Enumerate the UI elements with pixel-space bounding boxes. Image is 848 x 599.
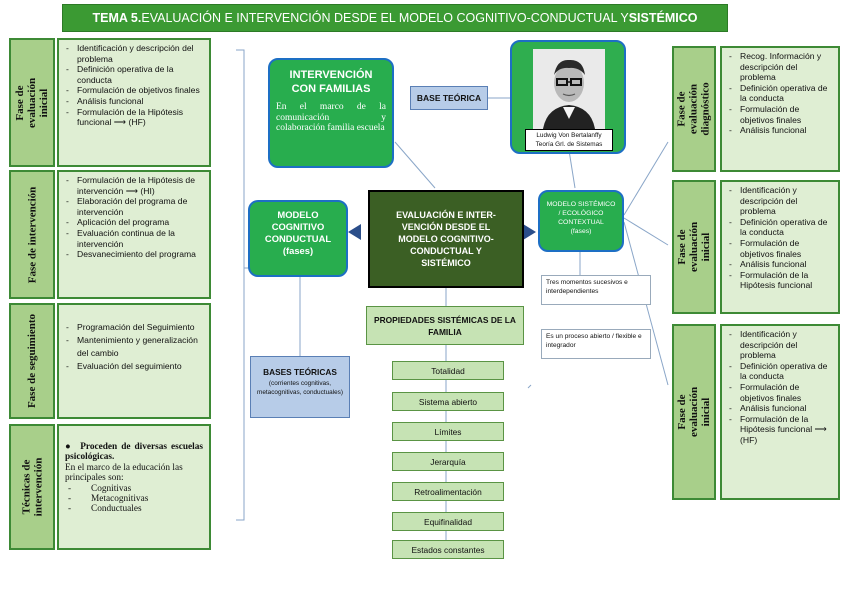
list-item: Formulación de objetivos finales	[726, 104, 834, 125]
list-item: Definición operativa de la conducta	[726, 361, 834, 382]
list-item: Formulación de la Hipótesis de intervenc…	[63, 175, 205, 196]
list-item: Metacognitivas	[65, 494, 203, 505]
list-item: Definición operativa de la conducta	[63, 64, 205, 85]
left-phase-body-1: Identificación y descripción del problem…	[57, 38, 211, 167]
list-item: Análisis funcional	[63, 96, 205, 107]
right-phase-body-2: Identificación y descripción del problem…	[720, 180, 840, 314]
propiedad-item: Límites	[392, 422, 504, 441]
list-item: Programación del Seguimiento	[63, 321, 205, 334]
tecnicas-label: Técnicas de intervención	[9, 424, 55, 550]
list-item: Mantenimiento y generalización del cambi…	[63, 334, 205, 360]
left-phase-body-2: Formulación de la Hipótesis de intervenc…	[57, 170, 211, 299]
propiedad-item: Sistema abierto	[392, 392, 504, 411]
list-item: Elaboración del programa de intervención	[63, 196, 205, 217]
list-item: Identificación y descripción del problem…	[63, 43, 205, 64]
portrait-image	[533, 49, 605, 129]
list-item: Desvanecimiento del programa	[63, 249, 205, 260]
photo-frame: Ludwig Von Bertalanffy Teoría Grl. de Si…	[510, 40, 626, 154]
bases-teoricas-box: BASES TEÓRICAS (corrientes cognitivas, m…	[250, 356, 350, 418]
list-item: Conductuales	[65, 504, 203, 515]
propiedad-item: Equifinalidad	[392, 512, 504, 531]
list-item: Identificación y descripción del problem…	[726, 185, 834, 217]
tecnicas-body: ● Proceden de diversas escuelas psicológ…	[57, 424, 211, 550]
arrow-right-icon	[523, 224, 536, 240]
list-item: Identificación y descripción del problem…	[726, 329, 834, 361]
list-item: Evaluación continua de la intervención	[63, 228, 205, 249]
arrow-left-icon	[348, 224, 361, 240]
list-item: Análisis funcional	[726, 125, 834, 136]
modelo-cognitivo-box: MODELO COGNITIVO CONDUCTUAL (fases)	[248, 200, 348, 277]
left-phase-label-1: Fase de evaluación inicial	[9, 38, 55, 167]
photo-caption: Ludwig Von Bertalanffy Teoría Grl. de Si…	[525, 129, 613, 151]
list-item: Recog. Información y descripción del pro…	[726, 51, 834, 83]
propiedad-item: Estados constantes	[392, 540, 504, 559]
note-tres-momentos: Tres momentos sucesivos e interdependien…	[541, 275, 651, 305]
list-item: Análisis funcional	[726, 403, 834, 414]
list-item: Cognitivas	[65, 484, 203, 495]
left-bracket	[236, 49, 245, 521]
list-item: Formulación de objetivos finales	[726, 382, 834, 403]
right-phase-body-3: Identificación y descripción del problem…	[720, 324, 840, 500]
left-phase-label-3: Fase de seguimiento	[9, 303, 55, 419]
left-phase-body-3: Programación del Seguimiento Mantenimien…	[57, 303, 211, 419]
propiedad-item: Totalidad	[392, 361, 504, 380]
list-item: Definición operativa de la conducta	[726, 83, 834, 104]
propiedades-title: PROPIEDADES SISTÉMICAS DE LA FAMILIA	[366, 306, 524, 345]
list-item: Definición operativa de la conducta	[726, 217, 834, 238]
right-phase-body-1: Recog. Información y descripción del pro…	[720, 46, 840, 172]
center-topic-box: EVALUACIÓN E INTER- VENCIÓN DESDE EL MOD…	[368, 190, 524, 288]
note-proceso-abierto: Es un proceso abierto / flexible e integ…	[541, 329, 651, 359]
list-item: Formulación de la Hipótesis funcional ⟶ …	[63, 107, 205, 128]
base-teorica-label: BASE TEÓRICA	[410, 86, 488, 110]
list-item: Formulación de la Hipótesis funcional	[726, 270, 834, 291]
portrait-icon	[533, 49, 605, 129]
right-phase-label-3: Fase de evaluación inicial	[672, 324, 716, 500]
left-phase-label-2: Fase de intervención	[9, 170, 55, 299]
propiedad-item: Retroalimentación	[392, 482, 504, 501]
list-item: Formulación de objetivos finales	[726, 238, 834, 259]
list-item: Formulación de objetivos finales	[63, 85, 205, 96]
list-item: Aplicación del programa	[63, 217, 205, 228]
modelo-sistemico-box: MODELO SISTÉMICO / ECOLÓGICO CONTEXTUAL …	[538, 190, 624, 252]
line-sistemico-right2	[623, 217, 669, 246]
stray-mark	[527, 384, 532, 389]
right-phase-label-1: Fase de evaluación diagnóstico	[672, 46, 716, 172]
list-item: Evaluación del seguimiento	[63, 360, 205, 373]
page-title: TEMA 5. EVALUACIÓN E INTERVENCIÓN DESDE …	[62, 4, 728, 32]
propiedad-item: Jerarquía	[392, 452, 504, 471]
intervencion-familias-box: INTERVENCIÓN CON FAMILIAS En el marco de…	[268, 58, 394, 168]
list-item: Formulación de la Hipótesis funcional ⟶ …	[726, 414, 834, 446]
right-phase-label-2: Fase de evaluación inicial	[672, 180, 716, 314]
line-familias-center	[394, 141, 436, 189]
list-item: Análisis funcional	[726, 259, 834, 270]
line-sistemico-right1	[623, 141, 669, 216]
